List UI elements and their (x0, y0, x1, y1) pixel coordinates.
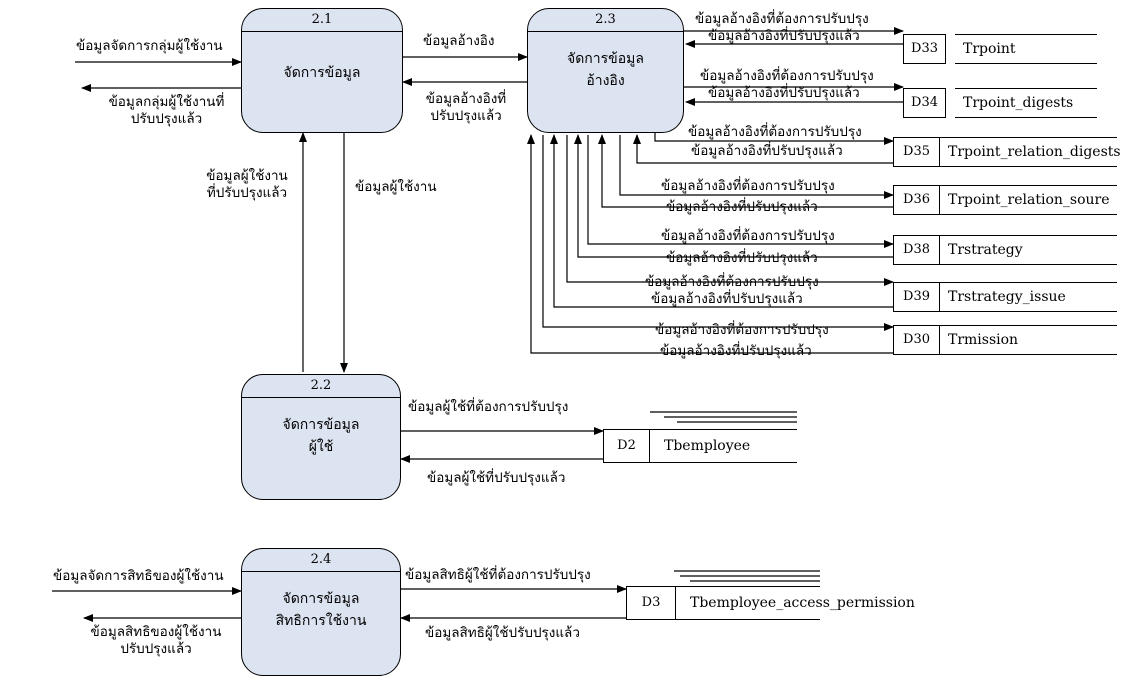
process-name-line2: ผู้ใช้ (308, 439, 334, 455)
store-name: Tbemployee_access_permission (676, 586, 915, 620)
store-id: D36 (893, 185, 940, 215)
flow-label-d39-updated: ข้อมูลอ้างอิงที่ปรับปรุงแล้ว (651, 291, 803, 307)
flow-label-d3-updated: ข้อมูลสิทธิผู้ใช้ปรับปรุงแล้ว (425, 625, 580, 641)
store-name: Trpoint_digests (955, 88, 1097, 118)
flow-label-line1: ข้อมูลสิทธิของผู้ใช้งาน (90, 624, 222, 640)
flow-label-d2-update: ข้อมูลผู้ใช้ที่ต้องการปรับปรุง (408, 399, 569, 415)
flow-label-d30-updated: ข้อมูลอ้างอิงที่ปรับปรุงแล้ว (660, 343, 812, 359)
flow-label-line1: ข้อมูลอ้างอิงที่ (425, 91, 507, 107)
flow-label-21-23: ข้อมูลอ้างอิง (423, 33, 495, 49)
store-name: Trpoint_relation_soure (940, 185, 1117, 215)
store-id: D39 (893, 282, 940, 312)
flow-label-d33-update: ข้อมูลอ้างอิงที่ต้องการปรับปรุง (695, 11, 869, 27)
flow-label-d30-update: ข้อมูลอ้างอิงที่ต้องการปรับปรุง (655, 322, 829, 338)
flow-label-22-21: ข้อมูลผู้ใช้งาน ที่ปรับปรุงแล้ว (198, 168, 296, 202)
flow-label-d2-updated: ข้อมูลผู้ใช้ที่ปรับปรุงแล้ว (427, 470, 566, 486)
process-2-4: 2.4 จัดการข้อมูล สิทธิการใช้งาน (241, 548, 401, 676)
process-name: จัดการข้อมูล (283, 65, 361, 81)
store-id: D33 (903, 34, 946, 64)
store-d36: D36 Trpoint_relation_soure (893, 185, 1117, 215)
process-name-line1: จัดการข้อมูล (282, 591, 360, 607)
flow-label-line2: ปรับปรุงแล้ว (120, 641, 192, 657)
store-d35: D35 Trpoint_relation_digests (893, 137, 1121, 167)
process-2-2: 2.2 จัดการข้อมูล ผู้ใช้ (241, 374, 401, 500)
process-name-line1: จัดการข้อมูล (567, 51, 644, 67)
flow-label-d36-update: ข้อมูลอ้างอิงที่ต้องการปรับปรุง (661, 178, 835, 194)
flow-label-d38-updated: ข้อมูลอ้างอิงที่ปรับปรุงแล้ว (666, 250, 818, 266)
flow-label-d35-update: ข้อมูลอ้างอิงที่ต้องการปรับปรุง (688, 124, 862, 140)
process-2-3: 2.3 จัดการข้อมูล อ้างอิง (527, 8, 684, 133)
store-id: D34 (903, 88, 946, 118)
flow-label-23-21: ข้อมูลอ้างอิงที่ ปรับปรุงแล้ว (418, 91, 514, 125)
flow-label-d39-update: ข้อมูลอ้างอิงที่ต้องการปรับปรุง (645, 274, 819, 290)
process-id: 2.4 (242, 549, 400, 572)
flow-label-line2: ที่ปรับปรุงแล้ว (206, 185, 288, 201)
store-id: D2 (603, 429, 650, 463)
store-d38: D38 Trstrategy (893, 235, 1117, 265)
store-name: Trstrategy (940, 235, 1117, 265)
process-id: 2.2 (242, 375, 400, 398)
flow-label-d34-update: ข้อมูลอ้างอิงที่ต้องการปรับปรุง (700, 68, 874, 84)
store-name: Trpoint (955, 34, 1097, 64)
store-d33: D33 Trpoint (903, 34, 1097, 64)
process-name-line2: อ้างอิง (586, 73, 625, 89)
flow-label-line2: ปรับปรุงแล้ว (430, 108, 502, 124)
flow-label-21-22: ข้อมูลผู้ใช้งาน (355, 179, 437, 195)
flow-label-in-24: ข้อมูลจัดการสิทธิของผู้ใช้งาน (53, 568, 224, 584)
store-name: Trmission (940, 325, 1117, 355)
flow-label-out-21: ข้อมูลกลุ่มผู้ใช้งานที่ ปรับปรุงแล้ว (99, 94, 234, 128)
flow-label-line2: ปรับปรุงแล้ว (130, 111, 203, 127)
process-id: 2.3 (528, 9, 683, 32)
flow-label-d38-update: ข้อมูลอ้างอิงที่ต้องการปรับปรุง (661, 228, 835, 244)
process-id: 2.1 (242, 9, 402, 32)
store-name: Trpoint_relation_digests (940, 137, 1121, 167)
flow-label-line1: ข้อมูลผู้ใช้งาน (206, 168, 288, 184)
flow-label-in-21: ข้อมูลจัดการกลุ่มผู้ใช้งาน (76, 38, 223, 54)
flow-label-d36-updated: ข้อมูลอ้างอิงที่ปรับปรุงแล้ว (666, 199, 818, 215)
flow-label-d35-updated: ข้อมูลอ้างอิงที่ปรับปรุงแล้ว (691, 143, 843, 159)
flow-label-line1: ข้อมูลกลุ่มผู้ใช้งานที่ (108, 94, 225, 110)
store-id: D38 (893, 235, 940, 265)
flow-label-out-24: ข้อมูลสิทธิของผู้ใช้งาน ปรับปรุงแล้ว (86, 624, 226, 658)
store-d30: D30 Trmission (893, 325, 1117, 355)
process-name-line2: สิทธิการใช้งาน (275, 613, 367, 629)
store-d3: D3 Tbemployee_access_permission (626, 586, 915, 620)
store-id: D30 (893, 325, 940, 355)
store-name: Trstrategy_issue (940, 282, 1117, 312)
store-id: D3 (626, 586, 676, 620)
process-name-line1: จัดการข้อมูล (282, 417, 360, 433)
flow-label-d34-updated: ข้อมูลอ้างอิงที่ปรับปรุงแล้ว (708, 85, 860, 101)
store-name: Tbemployee (650, 429, 797, 463)
store-d34: D34 Trpoint_digests (903, 88, 1097, 118)
store-d2: D2 Tbemployee (603, 429, 797, 463)
store-id: D35 (893, 137, 940, 167)
flow-label-d3-update: ข้อมูลสิทธิผู้ใช้ที่ต้องการปรับปรุง (405, 567, 591, 583)
process-2-1: 2.1 จัดการข้อมูล (241, 8, 403, 133)
store-d39: D39 Trstrategy_issue (893, 282, 1117, 312)
flow-label-d33-updated: ข้อมูลอ้างอิงที่ปรับปรุงแล้ว (708, 28, 860, 44)
